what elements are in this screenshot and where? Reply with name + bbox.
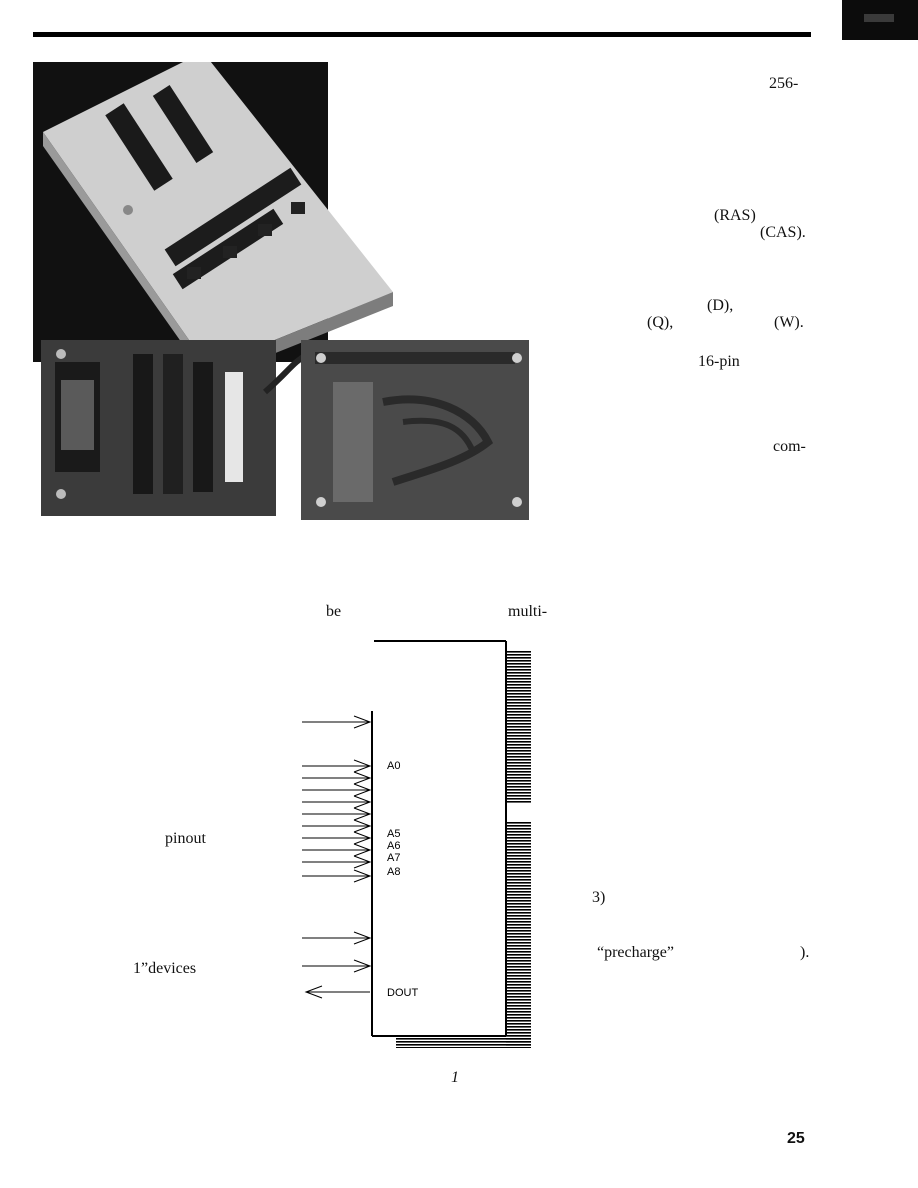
hardware-photo-svg (33, 62, 529, 520)
pin-label-a0: A0 (387, 760, 400, 772)
label-chip (225, 372, 243, 482)
enclosure-side (43, 132, 208, 380)
hatched-shadow (506, 822, 531, 1046)
pin-label-dout: DOUT (387, 987, 418, 999)
text-fragment: “precharge” (597, 944, 674, 961)
pin-label-a8: A8 (387, 866, 400, 878)
text-fragment: (W). (774, 314, 804, 331)
text-fragment: ). (800, 944, 810, 961)
text-fragment: (Q), (647, 314, 674, 331)
top-rule (33, 32, 811, 37)
text-fragment: (D), (707, 297, 734, 314)
hatched-shadow (506, 650, 531, 804)
hardware-photo (33, 62, 531, 521)
display-window (164, 167, 302, 267)
corner-tab-mark (864, 14, 894, 22)
page-number: 25 (787, 1130, 805, 1147)
text-fragment: be (326, 603, 342, 620)
figure-number: 1 (451, 1069, 459, 1086)
text-fragment: (CAS). (760, 224, 806, 241)
text-fragment: com- (773, 438, 806, 455)
pin-label-a5: A5 (387, 828, 400, 840)
zif-socket (105, 103, 173, 191)
pinout-diagram-svg: A0 A5 A6 A7 A8 DOUT (302, 640, 531, 1048)
text-fragment: pinout (165, 830, 206, 847)
text-fragment: 3) (592, 889, 606, 906)
pin-label-a7: A7 (387, 852, 400, 864)
pin-label-a6: A6 (387, 840, 400, 852)
text-fragment: 16-pin (698, 353, 740, 370)
text-fragment: (RAS) (714, 207, 756, 224)
text-fragment: multi- (508, 603, 548, 620)
key-button (187, 267, 201, 279)
corner-tab (842, 0, 918, 40)
text-fragment: 256- (769, 75, 799, 92)
pinout-diagram: A0 A5 A6 A7 A8 DOUT (296, 636, 538, 1056)
text-fragment: 1”devices (133, 960, 197, 977)
